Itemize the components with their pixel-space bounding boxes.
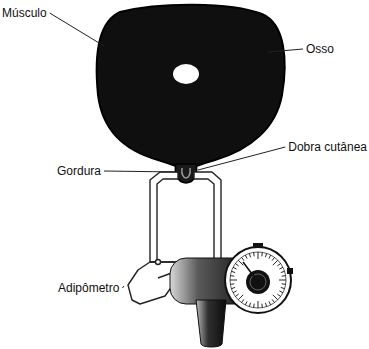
leader-line: [198, 147, 285, 170]
skinfold-label: Dobra cutânea: [288, 140, 367, 154]
caliper-dial: [225, 243, 293, 313]
leader-line: [122, 286, 124, 288]
fat-label: Gordura: [57, 164, 101, 178]
fat-layer: [182, 168, 190, 178]
leader-line: [104, 171, 178, 172]
bone-label: Osso: [306, 42, 334, 56]
caliper-handle: [196, 300, 226, 347]
muscle-label: Músculo: [2, 6, 47, 20]
leader-line: [268, 49, 303, 52]
leader-line: [50, 13, 104, 46]
caliper-arms: [150, 172, 221, 262]
muscle-cross-section: [97, 5, 285, 170]
caliper-label: Adipômetro: [58, 281, 119, 295]
bone: [173, 64, 199, 84]
